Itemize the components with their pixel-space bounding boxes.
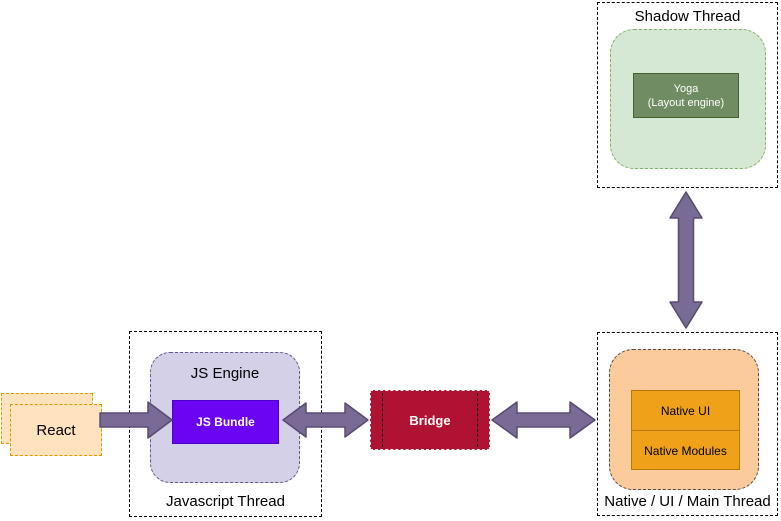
yoga-label-line2: (Layout engine) (647, 96, 725, 109)
javascript-thread-label: Javascript Thread (166, 493, 285, 510)
react-label: React (36, 421, 76, 439)
arrow-shadow-native-icon (669, 191, 703, 329)
native-ui-label: Native UI (660, 403, 711, 418)
native-boxes: Native UI Native Modules (631, 390, 740, 470)
js-bundle-label: JS Bundle (196, 415, 255, 429)
js-bundle-node: JS Bundle (172, 400, 279, 444)
yoga-node: Yoga (Layout engine) (633, 73, 739, 118)
shadow-thread-label: Shadow Thread (634, 8, 741, 25)
yoga-label-line1: Yoga (673, 82, 699, 95)
bridge-node: Bridge (370, 390, 490, 450)
native-modules-label: Native Modules (644, 444, 727, 458)
js-engine-label: JS Engine (190, 365, 260, 382)
arrow-bridge-native-icon (491, 401, 596, 439)
bridge-left-bar (382, 393, 383, 447)
native-ui-node: Native UI (632, 391, 739, 430)
react-node: React (10, 404, 102, 456)
bridge-right-bar (477, 393, 478, 447)
bridge-label: Bridge (409, 412, 451, 428)
native-thread-label: Native / UI / Main Thread (604, 493, 771, 510)
native-modules-node: Native Modules (632, 430, 739, 471)
